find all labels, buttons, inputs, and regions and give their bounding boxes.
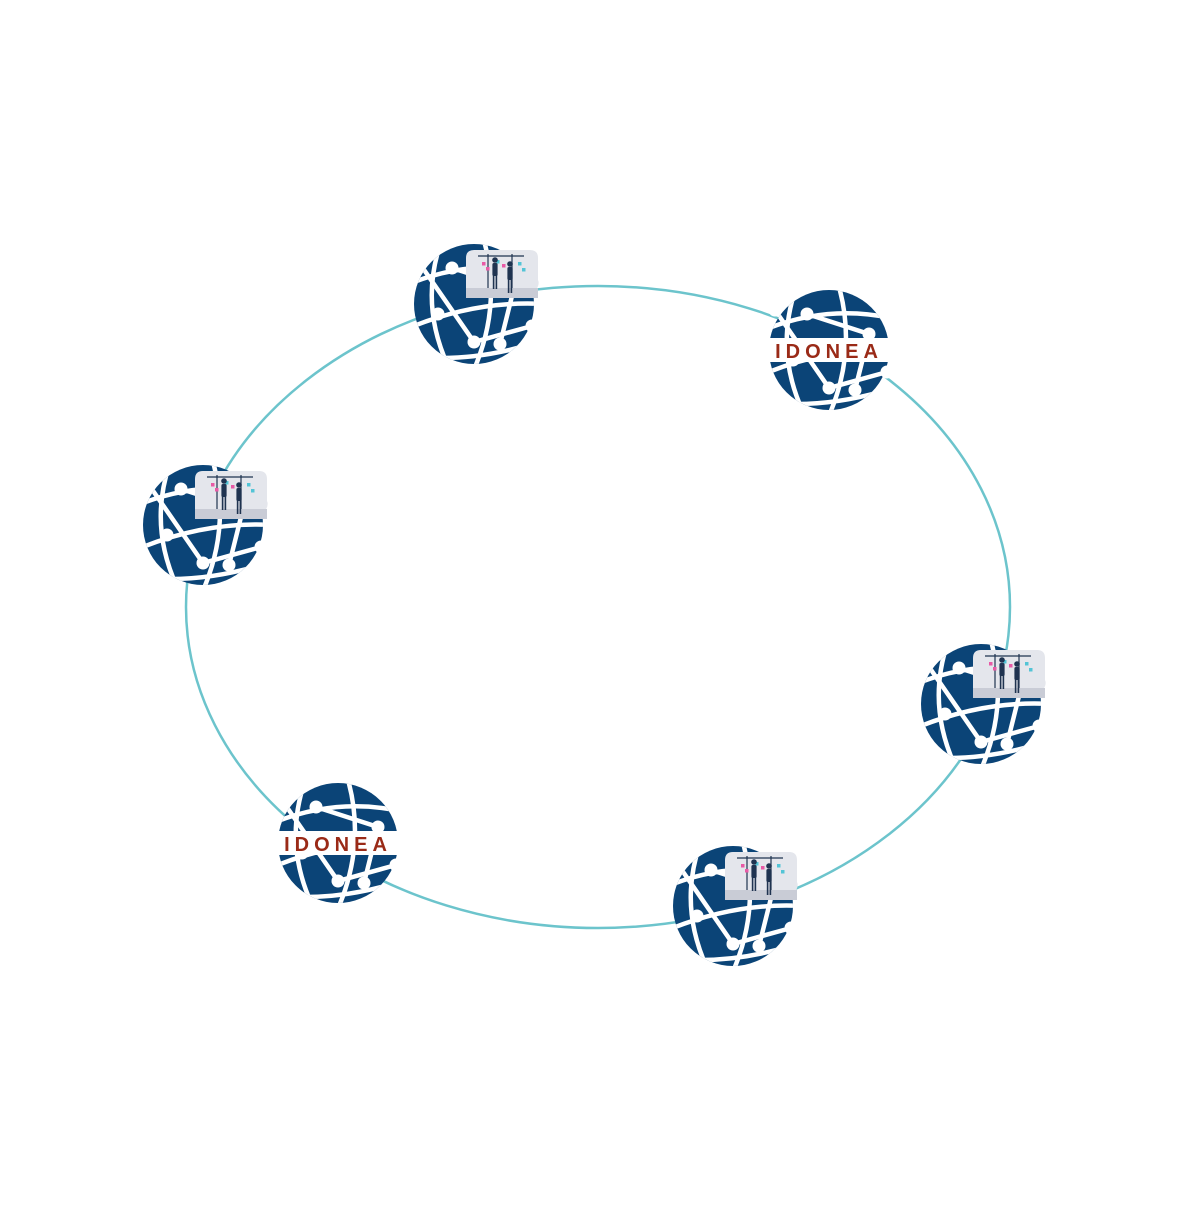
network-globe-node-top-right: IDONEA <box>763 290 895 410</box>
network-node-dot <box>277 796 291 810</box>
network-globe-node-bottom-left: IDONEA <box>272 783 404 903</box>
sticky-note <box>1029 668 1033 672</box>
sticky-note <box>225 481 229 485</box>
network-globe-node-top-left <box>413 244 539 364</box>
sticky-note <box>745 869 749 873</box>
network-node-dot <box>822 381 836 395</box>
person-figure <box>492 257 498 289</box>
sticky-note <box>993 667 997 671</box>
team-photo-badge <box>195 471 268 519</box>
network-node-dot <box>309 800 323 814</box>
network-node-dot <box>752 939 766 953</box>
network-node-dot <box>952 661 966 675</box>
sticky-note <box>251 489 255 493</box>
network-node-dot <box>1032 719 1046 733</box>
network-node-dot <box>413 257 427 271</box>
idonea-logo-text: IDONEA <box>775 341 883 363</box>
person-figure <box>1014 661 1020 693</box>
network-node-dot <box>704 863 718 877</box>
network-node-dot <box>880 365 894 379</box>
person-figure <box>236 482 242 514</box>
network-globe-node-left <box>142 465 268 585</box>
sticky-note <box>522 268 526 272</box>
network-node-dot <box>331 874 345 888</box>
sticky-note <box>231 485 235 489</box>
person-figure <box>751 859 757 891</box>
network-node-dot <box>1000 737 1014 751</box>
network-node-dot <box>493 337 507 351</box>
network-node-dot <box>160 528 174 542</box>
sticky-note <box>781 870 785 874</box>
network-node-dot <box>726 937 740 951</box>
team-photo-badge <box>466 250 539 298</box>
network-node-dot <box>222 558 236 572</box>
photo-floor <box>973 688 1045 698</box>
network-node-dot <box>672 859 686 873</box>
network-globe-node-right <box>920 644 1046 764</box>
network-node-dot <box>768 303 782 317</box>
person-figure <box>999 657 1005 689</box>
sticky-note <box>761 866 765 870</box>
sticky-note <box>1025 662 1029 666</box>
team-photo-badge <box>725 852 798 900</box>
photo-floor <box>466 288 538 298</box>
network-node-dot <box>800 307 814 321</box>
team-photo-badge <box>973 650 1046 698</box>
network-node-dot <box>445 261 459 275</box>
network-node-dot <box>142 478 156 492</box>
network-node-dot <box>431 307 445 321</box>
sticky-note <box>502 264 506 268</box>
network-node-dot <box>389 858 403 872</box>
logo-band <box>763 338 895 362</box>
sticky-note <box>1009 664 1013 668</box>
network-node-dot <box>784 921 798 935</box>
sticky-note <box>518 262 522 266</box>
idonea-logo-badge: IDONEA <box>272 831 404 856</box>
sticky-note <box>755 862 759 866</box>
network-node-dot <box>848 383 862 397</box>
person-figure <box>507 261 513 293</box>
sticky-note <box>777 864 781 868</box>
network-node-dot <box>974 735 988 749</box>
network-node-dot <box>690 909 704 923</box>
network-node-dot <box>467 335 481 349</box>
nodes-layer: IDONEA IDONEA <box>142 244 1046 966</box>
person-figure <box>766 863 772 895</box>
sticky-note <box>482 262 486 266</box>
network-node-dot <box>938 707 952 721</box>
sticky-note <box>741 864 745 868</box>
network-node-dot <box>174 482 188 496</box>
network-node-dot <box>254 540 268 554</box>
network-node-dot <box>196 556 210 570</box>
sticky-note <box>486 267 490 271</box>
sticky-note <box>496 260 500 264</box>
sticky-note <box>1003 660 1007 664</box>
photo-floor <box>195 509 267 519</box>
sticky-note <box>989 662 993 666</box>
network-node-dot <box>525 319 539 333</box>
network-globe-node-bottom-right <box>672 846 798 966</box>
network-node-dot <box>357 876 371 890</box>
network-node-dot <box>920 657 934 671</box>
network-node-dot <box>371 820 385 834</box>
network-node-dot <box>862 327 876 341</box>
logo-band <box>272 831 404 855</box>
sticky-note <box>211 483 215 487</box>
idonea-logo-badge: IDONEA <box>763 338 895 363</box>
idonea-logo-text: IDONEA <box>284 834 392 856</box>
connection-ring <box>184 284 1012 930</box>
sticky-note <box>247 483 251 487</box>
sticky-note <box>215 488 219 492</box>
photo-floor <box>725 890 797 900</box>
person-figure <box>221 478 227 510</box>
